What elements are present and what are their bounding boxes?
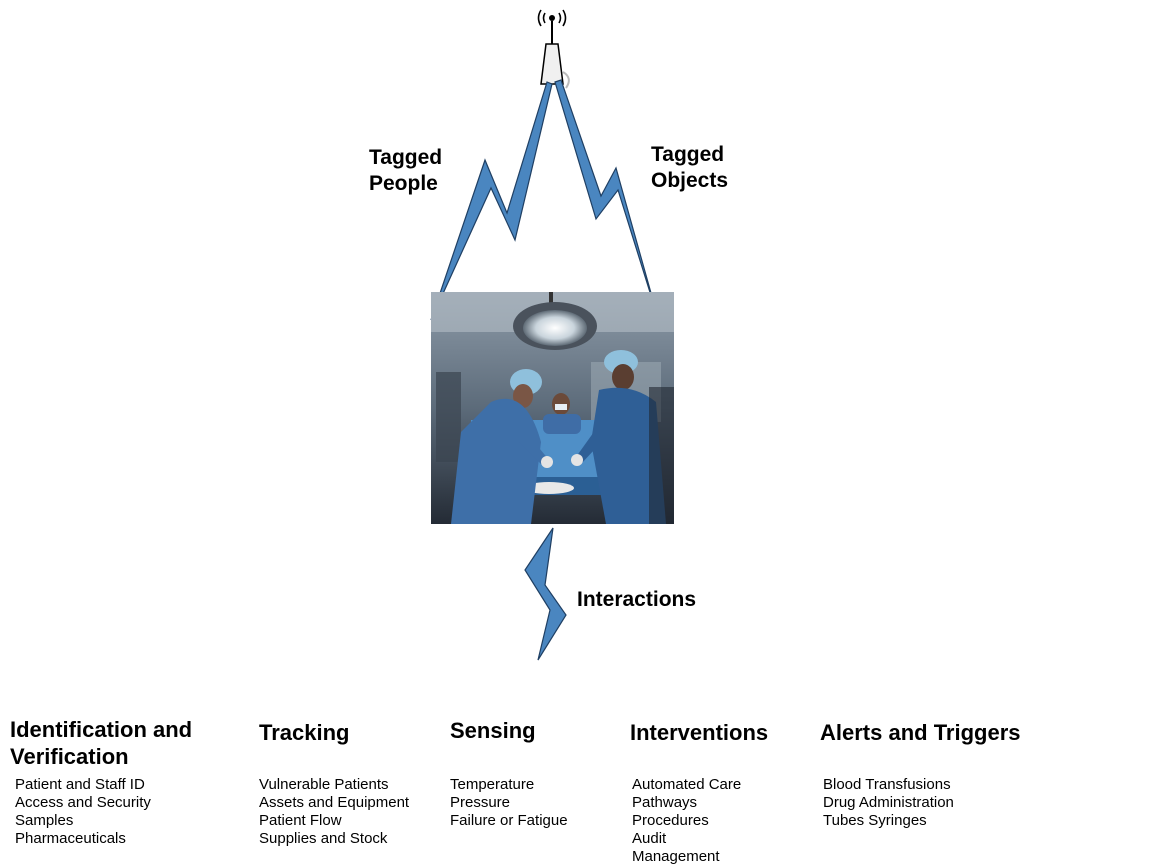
list-item: Management [632,848,720,865]
list-item: Pharmaceuticals [15,830,126,847]
category-title-alerts: Alerts and Triggers [820,719,1021,746]
category-title-line: Alerts and Triggers [820,720,1021,745]
tagged-people-line-2: People [369,172,438,195]
interactions-label: Interactions [577,588,697,611]
list-item: Audit [632,830,667,847]
category-title-line: Tracking [259,720,350,745]
list-item: Assets and Equipment [259,794,410,811]
list-item: Supplies and Stock [259,830,388,847]
tagged-objects-line-2: Objects [651,169,729,192]
list-item: Blood Transfusions [823,776,951,793]
category-title-tracking: Tracking [259,719,349,746]
list-item: Vulnerable Patients [259,776,389,793]
lightning-bolt-left [430,81,553,321]
list-item: Automated Care [632,776,742,793]
list-item: Patient Flow [259,812,342,829]
category-list-tracking: Vulnerable Patients Assets and Equipment… [259,776,409,848]
lightning-bolt-right [554,79,659,319]
category-list-identification: Patient and Staff ID Access and Security… [15,776,151,848]
list-item: Access and Security [15,794,151,811]
tagged-objects-line-1: Tagged [651,143,725,166]
list-item: Procedures [632,812,709,829]
category-title-sensing: Sensing [450,717,536,744]
category-title-identification: Identification and Verification [10,716,192,770]
list-item: Patient and Staff ID [15,776,145,793]
surgery-photo [431,292,674,524]
list-item: Drug Administration [823,794,954,811]
list-item: Pathways [632,794,698,811]
category-title-line: Sensing [450,718,536,743]
tagged-people-line-1: Tagged [369,146,443,169]
tagged-people-label: Tagged People [369,145,442,197]
category-list-alerts: Blood Transfusions Drug Administration T… [823,776,954,830]
category-title-interventions: Interventions [630,719,768,746]
list-item: Tubes Syringes [823,812,927,829]
lightning-bolt-interactions [524,527,567,661]
radio-tower-icon [537,9,570,89]
list-item: Pressure [450,794,511,811]
list-item: Temperature [450,776,535,793]
category-list-interventions: Automated Care Pathways Procedures Audit… [632,776,741,866]
tagged-objects-label: Tagged Objects [651,142,728,194]
category-title-line: Identification and [10,717,193,742]
category-title-line: Interventions [630,720,769,745]
list-item: Samples [15,812,74,829]
list-item: Failure or Fatigue [450,812,568,829]
category-title-line: Verification [10,744,129,769]
category-list-sensing: Temperature Pressure Failure or Fatigue [450,776,568,830]
